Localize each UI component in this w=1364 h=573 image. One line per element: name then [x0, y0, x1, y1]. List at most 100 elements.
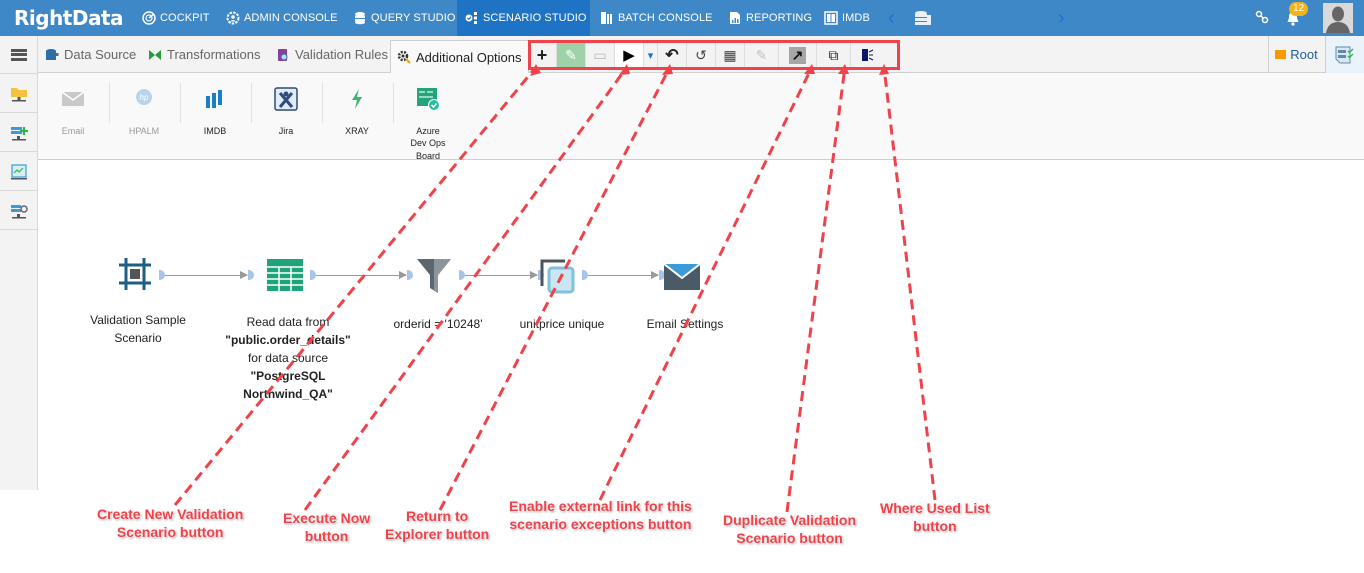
integration-jira[interactable]: Jira: [251, 83, 321, 137]
nav-batch-console[interactable]: BATCH CONSOLE: [600, 0, 713, 36]
nav-query-studio[interactable]: QUERY STUDIO: [353, 0, 456, 36]
annotation-line: scenario exceptions button: [509, 516, 692, 532]
notifications-count-badge[interactable]: 12: [1289, 2, 1309, 16]
external-link-icon: ↗: [788, 46, 807, 64]
tab-additional-options[interactable]: Additional Options: [390, 40, 529, 73]
integration-azure-label-2: Dev Ops: [410, 138, 446, 148]
database-icon: [355, 12, 365, 25]
integration-imdb-label: IMDB: [203, 125, 227, 136]
nav-admin-console[interactable]: ADMIN CONSOLE: [226, 0, 338, 36]
integration-jira-label: Jira: [278, 125, 294, 136]
scenario-toolbar: + ✎ ▭ ▶ ▾ ↶ ↺ ▦ ✎ ↗ ⧉: [528, 41, 885, 69]
undo-arrow-icon: ↶: [665, 47, 679, 64]
connector: [465, 275, 537, 276]
hamburger-icon: [11, 48, 27, 61]
output-port[interactable]: [159, 270, 165, 280]
rightdata-logo[interactable]: RightData: [14, 6, 124, 30]
integration-imdb[interactable]: IMDB: [180, 83, 250, 137]
rail-add-scenario-button[interactable]: [0, 114, 38, 152]
rail-dashboard-button[interactable]: [0, 153, 38, 191]
integration-email[interactable]: Email: [38, 83, 108, 137]
datasource-icon: [46, 48, 59, 60]
user-avatar[interactable]: [1323, 3, 1353, 33]
menu-toggle-button[interactable]: [0, 36, 38, 74]
annotation-line: Scenario button: [736, 530, 843, 546]
monitor-icon: ▭: [593, 46, 607, 63]
folder-icon: [1275, 50, 1287, 59]
scenario-node-label: Validation Sample Scenario: [78, 311, 198, 347]
edit-scenario-button[interactable]: ✎: [557, 41, 586, 69]
scenario-flow-canvas: Validation Sample Scenario Read data fro…: [38, 160, 1364, 490]
input-port[interactable]: [407, 270, 413, 280]
tab-data-source[interactable]: Data Source: [45, 36, 136, 73]
database-stack-icon[interactable]: [914, 10, 932, 26]
nav-admin-console-label: ADMIN CONSOLE: [244, 12, 338, 24]
annotation-where-used-list: Where Used List button: [880, 499, 990, 535]
annotation-line: Duplicate Validation: [723, 512, 857, 528]
filter-node-label: orderid = '10248': [393, 317, 483, 331]
email-icon: [61, 91, 85, 106]
read-node-line: Read data from: [246, 315, 330, 329]
duplicate-icon: ⧉: [828, 46, 839, 63]
return-to-explorer-button[interactable]: ↶: [658, 41, 687, 69]
annotation-duplicate-validation-scenario: Duplicate Validation Scenario button: [723, 511, 856, 547]
nav-scroll-left-arrow[interactable]: ‹: [888, 7, 895, 29]
rail-explorer-button[interactable]: [0, 75, 38, 113]
history-icon: ↺: [695, 46, 707, 63]
unique-node-icon[interactable]: [539, 258, 575, 294]
monitor-button[interactable]: ▭: [586, 41, 615, 69]
duplicate-validation-scenario-button[interactable]: ⧉: [817, 41, 851, 69]
nav-cockpit[interactable]: COCKPIT: [142, 0, 210, 36]
input-port[interactable]: [248, 270, 254, 280]
annotation-line: Where Used List: [880, 500, 990, 516]
nav-imdb[interactable]: IMDB: [824, 0, 870, 36]
integration-hpalm[interactable]: hp HPALM: [109, 83, 179, 137]
validation-rules-icon: [278, 48, 288, 61]
edit-icon: ✎: [565, 46, 577, 63]
rail-settings-button[interactable]: [0, 192, 38, 230]
enable-external-link-button[interactable]: ↗: [779, 41, 817, 69]
tab-transformations[interactable]: Transformations: [148, 36, 260, 73]
read-node-datasource: Northwind_QA": [243, 387, 333, 401]
nav-cockpit-label: COCKPIT: [160, 12, 210, 24]
read-node-line: for data source: [247, 351, 329, 365]
integration-azure-devops-board[interactable]: Azure Dev Ops Board: [393, 83, 463, 162]
nav-query-studio-label: QUERY STUDIO: [371, 12, 456, 24]
imdb-bars-icon: [206, 90, 222, 108]
edit-disabled-button[interactable]: ✎: [745, 41, 779, 69]
nav-reporting[interactable]: REPORTING: [728, 0, 812, 36]
checklist-button[interactable]: [1325, 36, 1364, 73]
annotation-return-to-explorer: Return to Explorer button: [385, 507, 489, 543]
filter-node-icon[interactable]: [416, 258, 452, 294]
execute-options-dropdown[interactable]: ▾: [644, 41, 658, 69]
execute-now-button[interactable]: ▶: [615, 41, 644, 69]
divider: [109, 83, 110, 123]
annotation-line: Create New Validation: [97, 506, 244, 522]
scenario-icon: [465, 12, 477, 24]
nav-scenario-studio[interactable]: SCENARIO STUDIO: [457, 0, 590, 36]
nav-batch-console-label: BATCH CONSOLE: [618, 12, 713, 24]
where-used-list-button[interactable]: [851, 41, 885, 69]
tab-validation-rules[interactable]: Validation Rules: [276, 36, 388, 73]
create-new-validation-scenario-button[interactable]: +: [528, 41, 557, 69]
connector: [588, 275, 658, 276]
add-node-icon: [11, 126, 28, 140]
annotation-enable-external-link: Enable external link for this scenario e…: [509, 497, 692, 533]
read-node-table: "public.order_details": [225, 333, 351, 347]
left-rail: [0, 36, 38, 490]
annotation-line: Return to: [406, 508, 469, 524]
integration-xray[interactable]: XRAY: [322, 83, 392, 137]
connector-arrow: [651, 271, 659, 279]
scenario-node-icon[interactable]: [118, 257, 152, 291]
read-node-datasource: "PostgreSQL: [250, 369, 326, 383]
link-icon[interactable]: [1255, 10, 1269, 24]
nav-scroll-right-arrow[interactable]: ›: [1058, 7, 1065, 29]
server-button[interactable]: ▦: [716, 41, 745, 69]
table-node-icon[interactable]: [267, 259, 303, 291]
root-folder-button[interactable]: Root: [1268, 36, 1324, 73]
history-button[interactable]: ↺: [687, 41, 716, 69]
email-node-icon[interactable]: [664, 264, 700, 290]
connector: [165, 275, 247, 276]
annotation-line: button: [913, 518, 957, 534]
annotation-line: Scenario button: [116, 524, 224, 540]
